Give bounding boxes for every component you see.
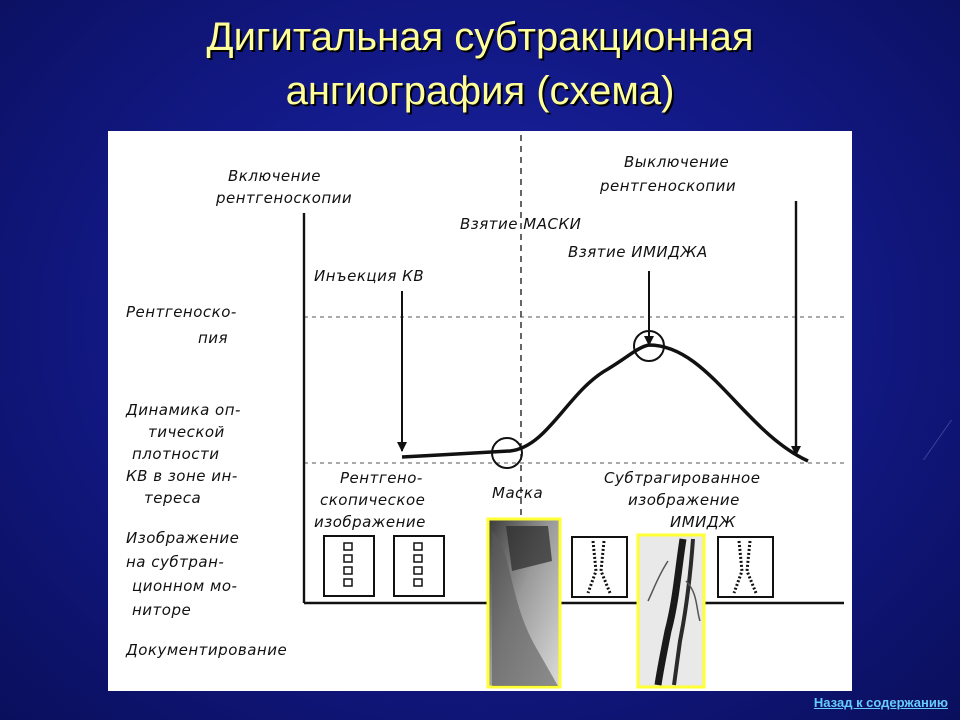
subtracted-thumb-2	[717, 536, 774, 598]
mask-taken-label: Взятие МАСКИ	[460, 215, 581, 233]
stage-fluoro-image-label-3: изображение	[314, 513, 426, 531]
injection-label: Инъекция КВ	[314, 267, 424, 285]
row-fluoroscopy-label-2: пия	[198, 329, 228, 347]
diagram-panel: Включение рентгеноскопии Взятие МАСКИ Вы…	[108, 131, 852, 691]
row-density-label-1: Динамика оп-	[125, 401, 241, 419]
back-to-contents-link[interactable]: Назад к содержанию	[813, 695, 948, 710]
fluoro-thumb-1	[323, 535, 375, 597]
stage-mask-label: Маска	[492, 484, 543, 502]
subtracted-thumb-1	[571, 536, 628, 598]
slide-title: Дигитальная субтракционная ангиография (…	[0, 10, 960, 118]
stage-fluoro-image-label-2: скопическое	[320, 491, 425, 509]
row-documenting-label: Документирование	[125, 641, 287, 659]
stage-subtracted-label-1: Субтрагированное	[604, 469, 760, 487]
mask-point-marker	[491, 437, 523, 469]
row-density-label-5: тереса	[144, 489, 201, 507]
row-monitor-label-1: Изображение	[126, 529, 239, 547]
dsa-diagram: Включение рентгеноскопии Взятие МАСКИ Вы…	[125, 135, 844, 689]
title-line-2: ангиография (схема)	[285, 69, 675, 113]
row-density-label-3: плотности	[132, 445, 220, 463]
title-line-1: Дигитальная субтракционная	[206, 15, 754, 59]
image-taken-label: Взятие ИМИДЖА	[568, 243, 708, 261]
fluoro-off-label-2: рентгеноскопии	[599, 177, 736, 195]
fluoro-off-label-1: Выключение	[624, 153, 729, 171]
mask-xray-photo	[486, 517, 562, 689]
row-density-label-2: тической	[148, 423, 225, 441]
fluoro-on-label-1: Включение	[228, 167, 321, 185]
stage-fluoro-image-label-1: Рентгено-	[340, 469, 423, 487]
density-curve	[401, 343, 809, 463]
stage-subtracted-label-3: ИМИДЖ	[670, 513, 736, 531]
row-density-label-4: КВ в зоне ин-	[126, 467, 238, 485]
row-monitor-label-3: ционном мо-	[132, 577, 237, 595]
row-monitor-label-4: ниторе	[132, 601, 191, 619]
subtracted-angiogram-photo	[636, 533, 706, 689]
stage-subtracted-label-2: изображение	[628, 491, 740, 509]
decorative-corner-mark	[922, 420, 960, 460]
fluoro-thumb-2	[393, 535, 445, 597]
row-fluoroscopy-label-1: Рентгеноско-	[126, 303, 237, 321]
image-point-marker	[633, 330, 665, 362]
fluoro-on-label-2: рентгеноскопии	[215, 189, 352, 207]
row-monitor-label-2: на субтран-	[126, 553, 224, 571]
